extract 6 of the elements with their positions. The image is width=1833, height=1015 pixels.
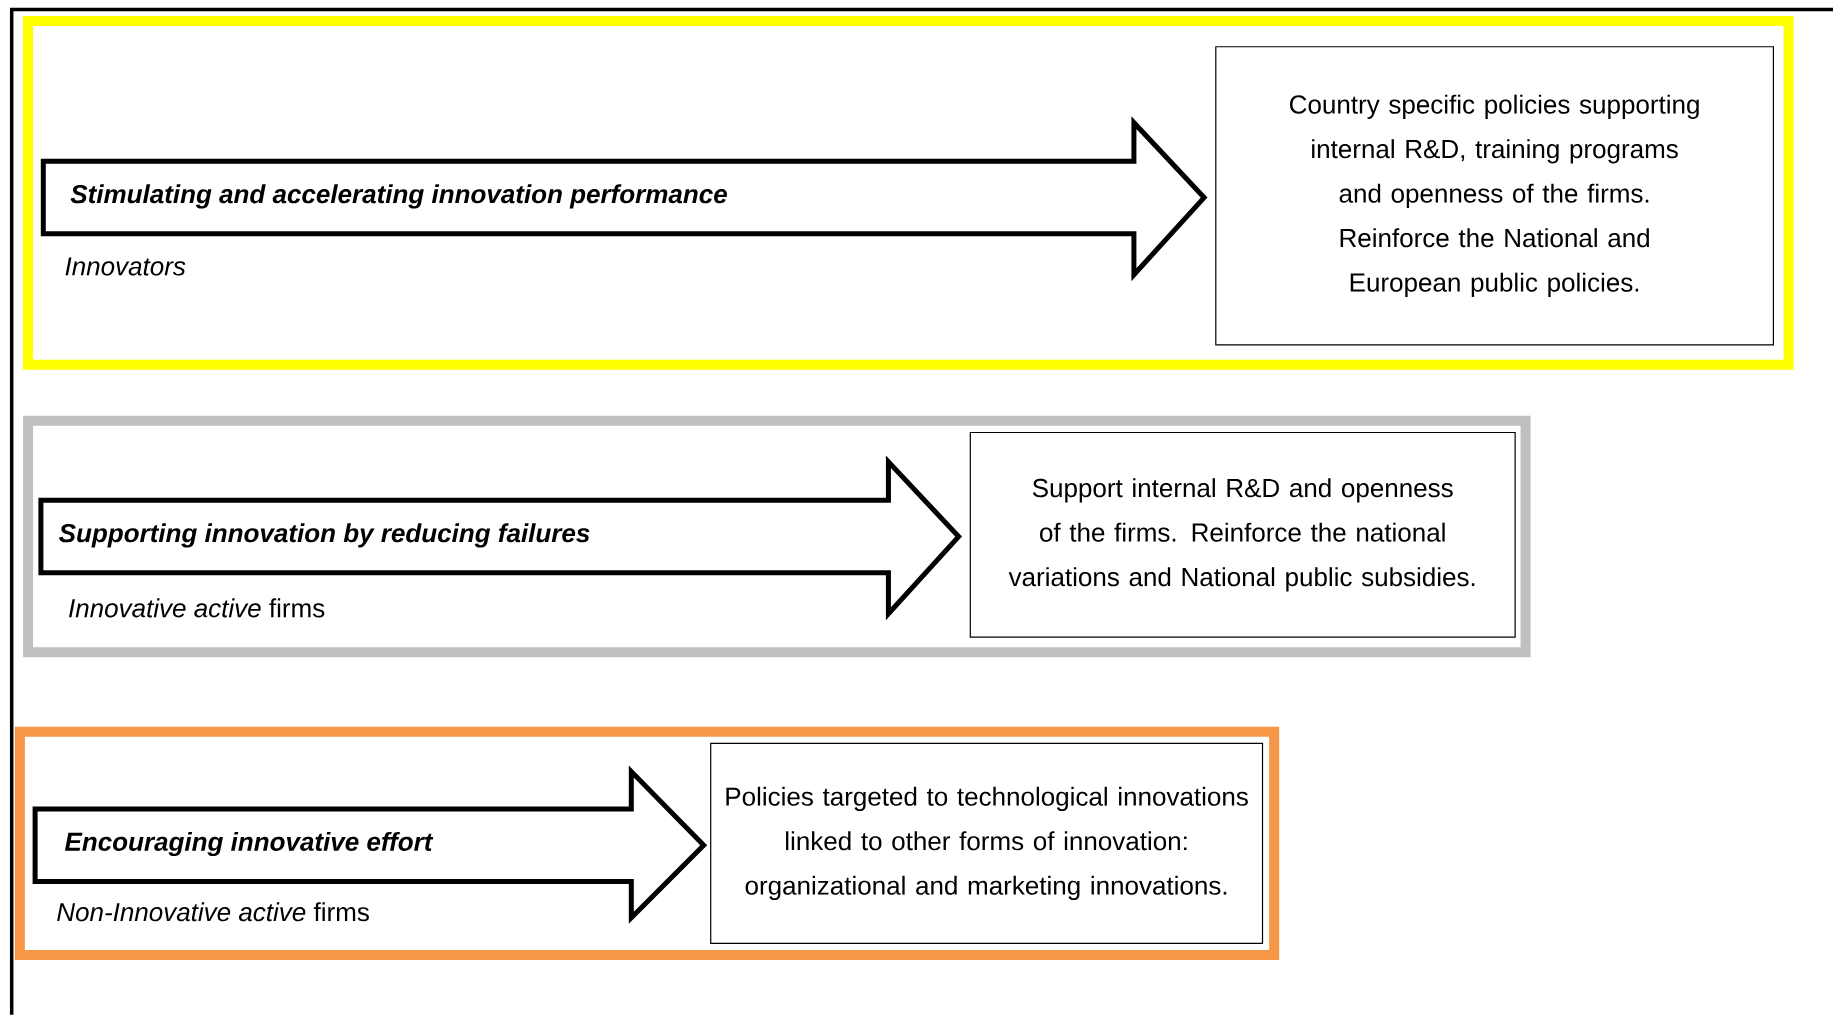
group-label: Innovative active firms [69, 598, 325, 618]
policy-box: Policies targeted to technological innovations linked to other forms of innovation: organizational and marketing innovations. [710, 742, 1264, 944]
policy-box: Support internal R&D and openness of the firms. Reinforce the national variations and National public subsidies. [969, 431, 1516, 638]
policy-box: Country specific policies supporting internal R&D, training programs and openness of the firms. Reinforce the National and European public policies. [1215, 46, 1774, 346]
group-label: Innovators [65, 257, 186, 276]
group-label: Non-Innovative active firms [57, 902, 369, 922]
